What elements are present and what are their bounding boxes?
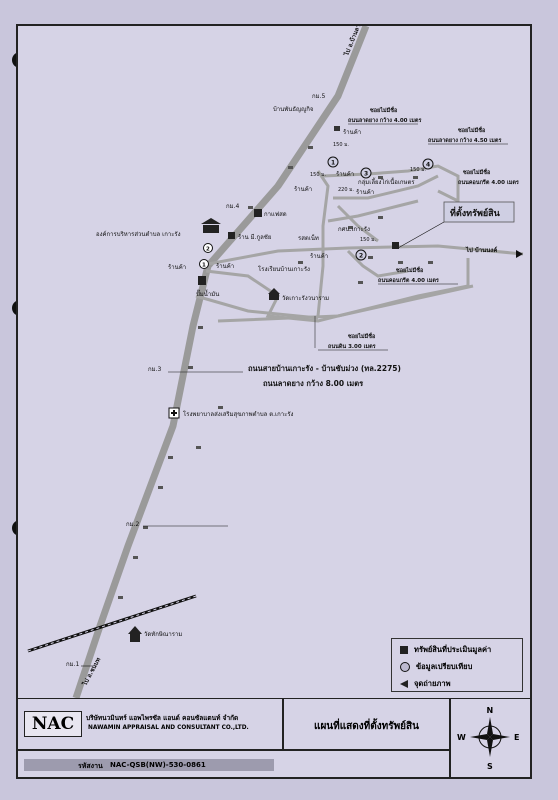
temple-icon — [268, 288, 280, 300]
job-code-block: รหัสงาน NAC-QSB(NW)-530-0861 — [18, 750, 450, 777]
compass-north: N — [487, 706, 494, 715]
shop-label: ร้านค้า — [168, 264, 186, 271]
compass-rose-icon: N S W E — [457, 706, 519, 771]
distance-label: 150 ม. — [360, 237, 376, 243]
job-code-value: NAC-QSB(NW)-530-0861 — [110, 761, 206, 769]
railway — [27, 594, 197, 653]
map-sheet: ไป อ.บ้านลาด ไป อ.ชนบท ไป บ้านนงค์ กม.5 … — [16, 24, 532, 779]
map-canvas: ไป อ.บ้านลาด ไป อ.ชนบท ไป บ้านนงค์ กม.5 … — [27, 26, 524, 698]
legend-comparable-label: ข้อมูลเปรียบเทียบ — [416, 662, 473, 671]
soi-surface: ถนนคอนกรีต 4.00 เมตร — [378, 277, 439, 284]
compass-block: N S W E — [450, 698, 530, 777]
kosor-label: กศน.เกาะรัง — [338, 226, 370, 233]
job-code-label: รหัสงาน — [78, 762, 103, 770]
shop-label: ร้านค้า — [336, 171, 354, 178]
legend-row-photo: จุดถ่ายภาพ — [400, 678, 522, 690]
comparable-number: 2 — [359, 253, 363, 260]
government-building-icon — [201, 218, 221, 233]
road-east-label: ไป บ้านนงค์ — [465, 246, 497, 254]
east-arrow-icon — [516, 250, 523, 258]
comparable-number: 4 — [426, 162, 430, 169]
coffee-label: กาแฟสด — [264, 211, 287, 218]
comparable-number: 3 — [364, 171, 368, 178]
soi-surface: ถนนคอนกรีต 4.00 เมตร — [458, 179, 519, 186]
shop-icon — [334, 126, 340, 131]
store-icon — [228, 232, 235, 239]
distance-label: 150 ม. — [310, 172, 326, 178]
subject-site-label: ที่ตั้งทรัพย์สิน — [450, 206, 501, 219]
subject-property-icon — [392, 242, 399, 249]
club-label: กลุ่มเลี้ยงไก่เนื้อเกษตร — [358, 176, 415, 186]
km-marker: กม.4 — [226, 203, 239, 210]
comparable-number: 1 — [331, 160, 335, 167]
distance-label: 150 ม. — [410, 167, 426, 173]
km-marker: กม.2 — [126, 521, 139, 528]
village-label: บ้านพันธัญญูกิจ — [273, 106, 313, 113]
legend-photo-label: จุดถ่ายภาพ — [414, 679, 451, 688]
distance-label: 150 ม. — [333, 142, 349, 148]
shop-label: ร้านค้า — [343, 129, 361, 136]
company-block: NAC บริษัทนวมินทร์ แอพไพรซัล แอนด์ คอนซั… — [18, 698, 283, 750]
subject-site-box — [443, 201, 515, 223]
km-marker: กม.1 — [66, 661, 79, 668]
comparable-markers: 1 2 3 4 — [327, 156, 434, 261]
main-road-name: ถนนสายบ้านเกาะรัง - บ้านชับม่วง (ทล.2275… — [248, 364, 401, 373]
junction-markers: 1 2 — [199, 243, 213, 269]
shop-label: ร้านค้า — [356, 189, 374, 196]
map-title: แผนที่แสดงที่ตั้งทรัพย์สิน — [314, 721, 419, 732]
coffee-icon — [254, 209, 262, 217]
shop-label: ร้านค้า — [216, 263, 234, 270]
rods-label: รสตเน็ท — [298, 233, 319, 242]
main-highway — [72, 26, 370, 698]
company-logo: NAC — [24, 711, 82, 737]
soi-surface: ถนนลาดยาง กว้าง 4.00 เมตร — [348, 116, 421, 124]
company-name-en: NAWAMIN APPRAISAL AND CONSULTANT CO.,LTD… — [88, 725, 249, 731]
junction-number: 1 — [202, 263, 206, 269]
map-title-block: แผนที่แสดงที่ตั้งทรัพย์สิน — [283, 698, 450, 750]
soi-name: ซอยไม่มีชื่อ — [396, 266, 423, 274]
shop-label: ร้านค้า — [294, 186, 312, 193]
legend-property-label: ทรัพย์สินที่ประเมินมูลค่า — [414, 645, 492, 654]
distance-label: 220 ม. — [338, 187, 354, 193]
legend-row-comparable: ข้อมูลเปรียบเทียบ — [400, 661, 522, 673]
company-name-th: บริษัทนวมินทร์ แอพไพรซัล แอนด์ คอนซัลแตน… — [86, 714, 239, 722]
temple-icon — [128, 626, 142, 642]
soi-name: ซอยไม่มีชื่อ — [348, 332, 375, 340]
mart-label: ร้าน มี.กูลชัย — [238, 233, 271, 241]
comparable-circle-icon — [400, 662, 410, 672]
km-marker: กม.3 — [148, 366, 161, 373]
soi-surface: ถนนลาดยาง กว้าง 4.50 เมตร — [428, 136, 501, 144]
legend-row-property: ทรัพย์สินที่ประเมินมูลค่า — [400, 644, 522, 656]
legend: ทรัพย์สินที่ประเมินมูลค่า ข้อมูลเปรียบเท… — [391, 638, 523, 692]
sao-label: องค์การบริหารส่วนตำบล เกาะรัง — [96, 230, 181, 238]
compass-south: S — [487, 762, 493, 771]
junction-number: 2 — [206, 247, 210, 253]
house-markers — [118, 146, 433, 599]
gas-station-label: ปั๊มน้ำมัน — [196, 288, 219, 298]
shop-label: ร้านค้า — [310, 253, 328, 260]
soi-name: ซอยไม่มีชื่อ — [458, 126, 485, 134]
property-square-icon — [400, 646, 408, 654]
job-code-bar — [24, 759, 274, 771]
soi-name: ซอยไม่มีชื่อ — [463, 168, 490, 176]
soi-name: ซอยไม่มีชื่อ — [370, 106, 397, 114]
gas-station-icon — [198, 276, 206, 285]
compass-west: W — [457, 733, 466, 742]
temple2-label: วัดทักษิณาราม — [144, 631, 182, 638]
compass-east: E — [514, 733, 519, 742]
hospital-icon — [168, 407, 180, 419]
temple-label: วัดเกาะรังวนาราม — [282, 295, 329, 302]
soi-surface: ถนนดิน 3.00 เมตร — [328, 343, 376, 350]
photo-point-icon — [400, 680, 408, 688]
main-road-surface: ถนนลาดยาง กว้าง 8.00 เมตร — [263, 379, 364, 388]
hospital-label: โรงพยาบาลส่งเสริมสุขภาพตำบล ต.เกาะรัง — [183, 410, 294, 418]
school-label: โรงเรียนบ้านเกาะรัง — [258, 265, 310, 273]
km-marker: กม.5 — [312, 93, 325, 100]
